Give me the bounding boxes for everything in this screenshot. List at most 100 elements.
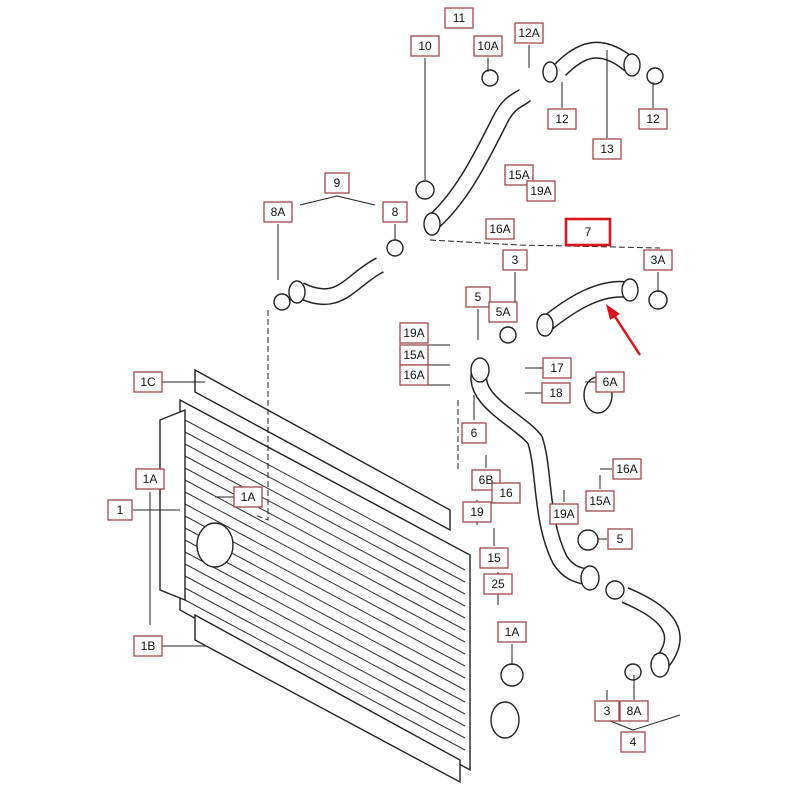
callout-label: 3 xyxy=(512,253,519,267)
callout-label: 6B xyxy=(479,473,494,487)
callout-label: 16A xyxy=(616,462,637,476)
cooler-fin xyxy=(184,491,466,643)
callout-1a: 1A xyxy=(135,468,165,490)
callout-box xyxy=(399,364,429,386)
callout-11: 11 xyxy=(444,7,474,29)
callout-box xyxy=(107,499,133,521)
callout-6: 6 xyxy=(461,422,487,444)
callout-17: 17 xyxy=(542,357,572,379)
callout-label: 19A xyxy=(403,326,424,340)
cooler-fin xyxy=(184,431,466,583)
callout-19a: 19A xyxy=(549,503,579,525)
callout-label: 1B xyxy=(141,639,156,653)
callout-3: 3 xyxy=(594,700,620,722)
callout-label: 16A xyxy=(403,368,424,382)
callout-label: 8A xyxy=(271,205,286,219)
callout-box xyxy=(461,422,487,444)
callout-1b: 1B xyxy=(133,635,163,657)
callout-box xyxy=(541,382,571,404)
callout-box xyxy=(410,35,440,57)
hoses xyxy=(273,41,681,687)
callout-box xyxy=(542,357,572,379)
callout-25: 25 xyxy=(483,573,513,595)
cooler-fin xyxy=(184,479,466,631)
cooler-fin xyxy=(184,467,466,619)
callout-box xyxy=(592,138,622,160)
callout-box xyxy=(444,7,474,29)
callout-box xyxy=(564,217,612,247)
leader-lines xyxy=(133,45,681,731)
callout-box xyxy=(479,547,509,569)
callout-box xyxy=(620,731,646,753)
callout-3: 3 xyxy=(502,249,528,271)
callout-box xyxy=(638,108,668,130)
callout-box xyxy=(594,700,620,722)
callout-box xyxy=(483,573,513,595)
callout-1a: 1A xyxy=(233,486,263,508)
callout-label: 16 xyxy=(499,486,513,500)
callout-label: 16A xyxy=(489,222,510,236)
callout-13: 13 xyxy=(592,138,622,160)
callout-label: 4 xyxy=(630,735,637,749)
callout-label: 15A xyxy=(403,348,424,362)
callout-15a: 15A xyxy=(585,490,615,512)
callout-15a: 15A xyxy=(399,344,429,366)
callout-label: 1A xyxy=(143,472,158,486)
callout-box xyxy=(485,218,515,240)
callout-box xyxy=(502,249,528,271)
callout-label: 1A xyxy=(241,490,256,504)
cooler-fin xyxy=(184,575,466,727)
callout-label: 7 xyxy=(585,225,592,239)
callout-label: 5 xyxy=(617,532,624,546)
callout-label: 15A xyxy=(508,168,529,182)
callout-label: 1C xyxy=(140,375,156,389)
callout-box xyxy=(324,172,350,194)
callout-label: 6 xyxy=(471,426,478,440)
callout-box xyxy=(491,482,521,504)
callout-1: 1 xyxy=(107,499,133,521)
cooler-fin xyxy=(184,539,466,691)
callout-15a: 15A xyxy=(504,164,534,186)
callout-label: 25 xyxy=(491,577,505,591)
callout-7: 7 xyxy=(564,217,612,247)
callout-8a: 8A xyxy=(619,700,649,722)
callout-box xyxy=(488,301,518,323)
callout-5a: 5A xyxy=(488,301,518,323)
callout-box xyxy=(382,201,408,223)
cooler-fin xyxy=(184,503,466,655)
callout-16a: 16A xyxy=(612,458,642,480)
callout-3a: 3A xyxy=(643,249,673,271)
callout-box xyxy=(547,108,577,130)
callout-1a: 1A xyxy=(497,621,527,643)
callout-box xyxy=(263,201,293,223)
callout-label: 13 xyxy=(600,142,614,156)
callout-12: 12 xyxy=(547,108,577,130)
callout-box xyxy=(514,22,544,44)
callout-box xyxy=(135,468,165,490)
cooler-fin xyxy=(184,443,466,595)
callout-label: 12A xyxy=(518,26,539,40)
callout-19a: 19A xyxy=(399,322,429,344)
callout-12a: 12A xyxy=(514,22,544,44)
callout-box xyxy=(504,164,534,186)
callout-box xyxy=(497,621,527,643)
callout-label: 1A xyxy=(505,625,520,639)
callout-box xyxy=(595,371,625,393)
callout-12: 12 xyxy=(638,108,668,130)
callout-5: 5 xyxy=(607,528,633,550)
callout-box xyxy=(585,490,615,512)
callout-box xyxy=(133,635,163,657)
cooler-fin xyxy=(184,455,466,607)
callout-box xyxy=(473,35,503,57)
callout-label: 15A xyxy=(589,494,610,508)
callout-6a: 6A xyxy=(595,371,625,393)
callout-box xyxy=(133,371,163,393)
callout-label: 5 xyxy=(475,290,482,304)
callout-label: 19A xyxy=(530,184,551,198)
callout-16a: 16A xyxy=(399,364,429,386)
cooler-fin xyxy=(184,419,466,571)
callout-10: 10 xyxy=(410,35,440,57)
callout-label: 12 xyxy=(646,112,660,126)
